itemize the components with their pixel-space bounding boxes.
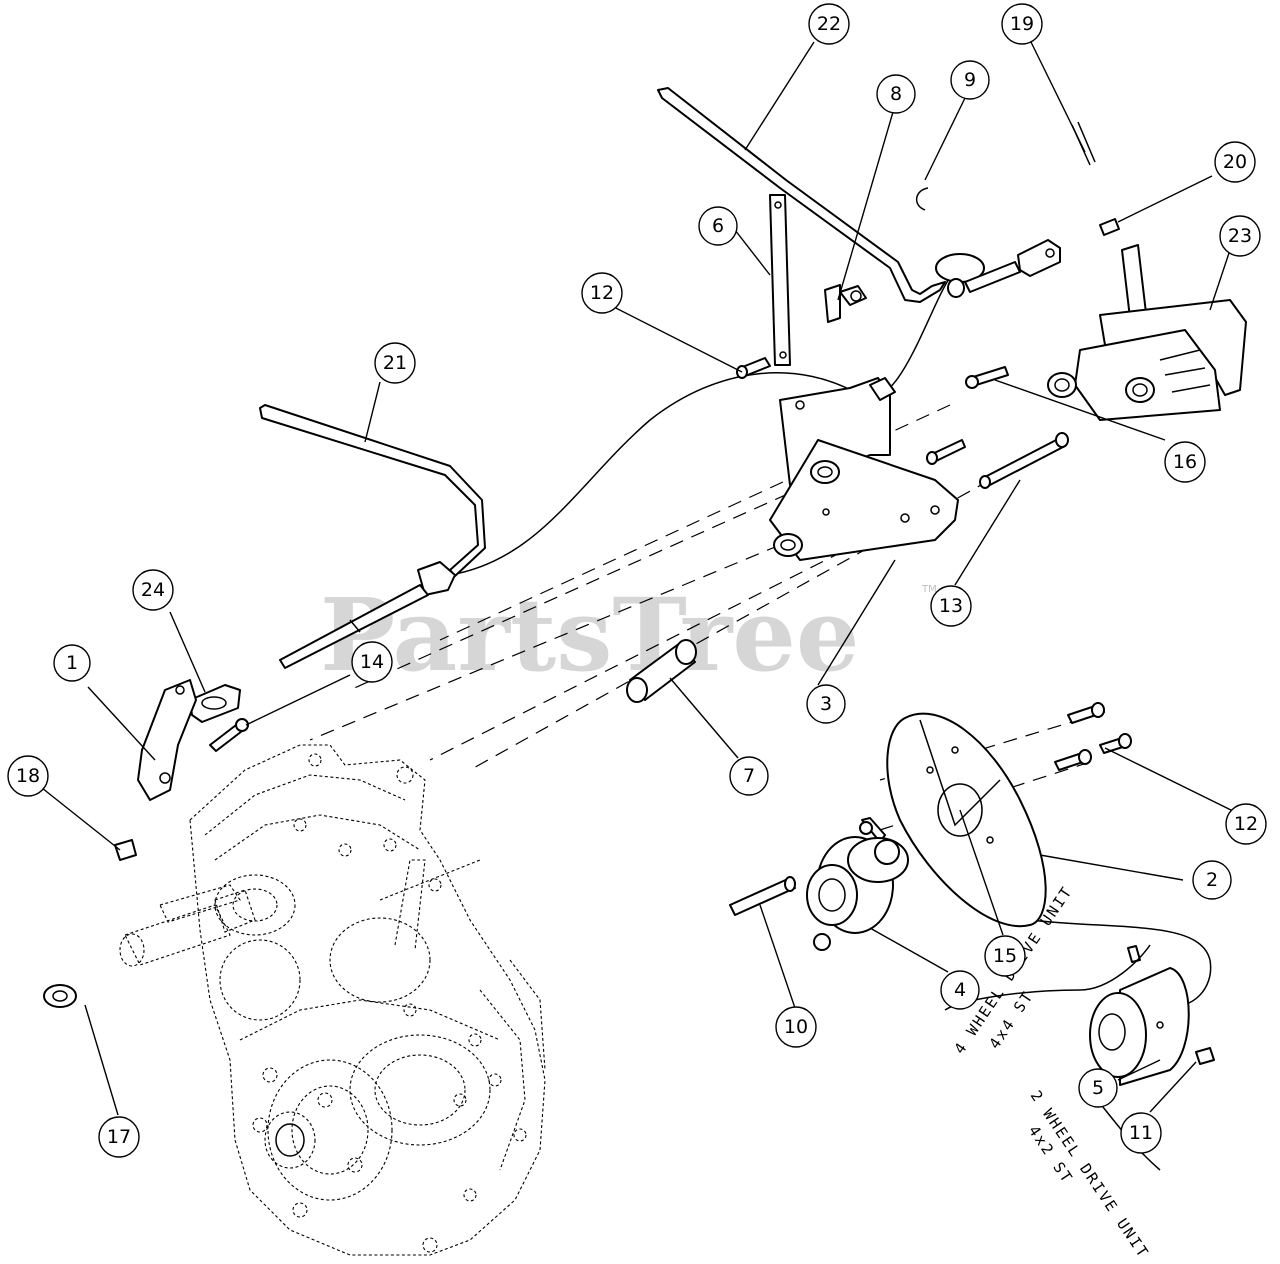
svg-text:17: 17 [107, 1126, 131, 1148]
svg-text:2: 2 [1206, 869, 1218, 891]
callout-10: 10 [775, 1006, 817, 1048]
callout-11: 11 [1120, 1112, 1162, 1154]
callout-8: 8 [876, 74, 916, 114]
callout-6: 6 [698, 206, 738, 246]
callout-21: 21 [374, 342, 416, 384]
two-wd-note-line1: 2 WHEEL DRIVE UNIT [1027, 1087, 1153, 1262]
flange-nut [43, 984, 77, 1008]
callout-19: 19 [1001, 3, 1043, 45]
nut-18 [114, 839, 137, 861]
svg-text:6: 6 [712, 215, 724, 237]
callout-5: 5 [1078, 1068, 1118, 1108]
callout-1: 1 [53, 644, 91, 682]
shift-rod-upper [657, 87, 946, 303]
e-clip [916, 187, 929, 211]
callout-12-lower: 12 [1225, 803, 1267, 845]
svg-text:21: 21 [383, 352, 407, 374]
callout-24: 24 [132, 569, 174, 611]
svg-text:12: 12 [590, 282, 614, 304]
hub-2wd [1089, 945, 1190, 1086]
svg-text:16: 16 [1173, 451, 1197, 473]
svg-text:24: 24 [141, 579, 165, 601]
cable-end-linkage [935, 239, 1061, 298]
svg-text:13: 13 [939, 595, 963, 617]
svg-text:9: 9 [964, 69, 976, 91]
callout-3: 3 [806, 684, 846, 724]
callout-12-upper: 12 [581, 272, 623, 314]
svg-text:23: 23 [1228, 225, 1252, 247]
watermark-text: PartsTree [320, 576, 860, 694]
svg-text:14: 14 [360, 651, 384, 673]
svg-text:5: 5 [1092, 1077, 1104, 1099]
svg-text:19: 19 [1010, 13, 1034, 35]
coupler-hub-4wd [806, 817, 909, 951]
hub-wire [1029, 919, 1212, 1007]
clevis-pin [1099, 218, 1120, 236]
two-wd-note: 2 WHEEL DRIVE UNIT 4x2 ST [1025, 1079, 1161, 1262]
svg-text:20: 20 [1223, 151, 1247, 173]
clevis-24 [189, 684, 241, 723]
cotter-pin [1071, 121, 1096, 166]
set-screw [1195, 1047, 1215, 1065]
svg-text:10: 10 [784, 1016, 808, 1038]
drive-disc [886, 712, 1047, 928]
switch-assembly [1047, 244, 1247, 421]
callout-22: 22 [808, 3, 850, 45]
leader-lines [41, 39, 1236, 1116]
callout-17: 17 [98, 1116, 140, 1158]
svg-text:7: 7 [743, 765, 755, 787]
callout-13: 13 [930, 585, 972, 627]
shift-arm [137, 679, 197, 801]
lever-plate [769, 194, 791, 366]
spacer [626, 639, 697, 703]
callout-9: 9 [950, 60, 990, 100]
svg-text:3: 3 [820, 693, 832, 715]
svg-text:22: 22 [817, 13, 841, 35]
callout-18: 18 [7, 755, 49, 797]
svg-text:1: 1 [66, 652, 78, 674]
svg-text:8: 8 [890, 83, 902, 105]
svg-text:12: 12 [1234, 813, 1258, 835]
svg-text:18: 18 [16, 765, 40, 787]
callout-23: 23 [1219, 215, 1261, 257]
bolt-13 [982, 437, 1066, 487]
bracket-clip [824, 284, 867, 323]
svg-text:15: 15 [993, 945, 1017, 967]
callout-14: 14 [351, 641, 393, 683]
callout-15: 15 [984, 935, 1026, 977]
mounting-bracket [769, 377, 959, 561]
transmission-housing [119, 744, 546, 1256]
callout-7: 7 [729, 756, 769, 796]
watermark-trademark: TM [921, 584, 937, 595]
svg-text:4: 4 [954, 979, 966, 1001]
shift-rod-lower [259, 404, 486, 669]
callout-4: 4 [940, 970, 980, 1010]
callout-20: 20 [1214, 141, 1256, 183]
callout-16: 16 [1164, 441, 1206, 483]
svg-text:11: 11 [1129, 1122, 1153, 1144]
callout-2: 2 [1192, 860, 1232, 900]
